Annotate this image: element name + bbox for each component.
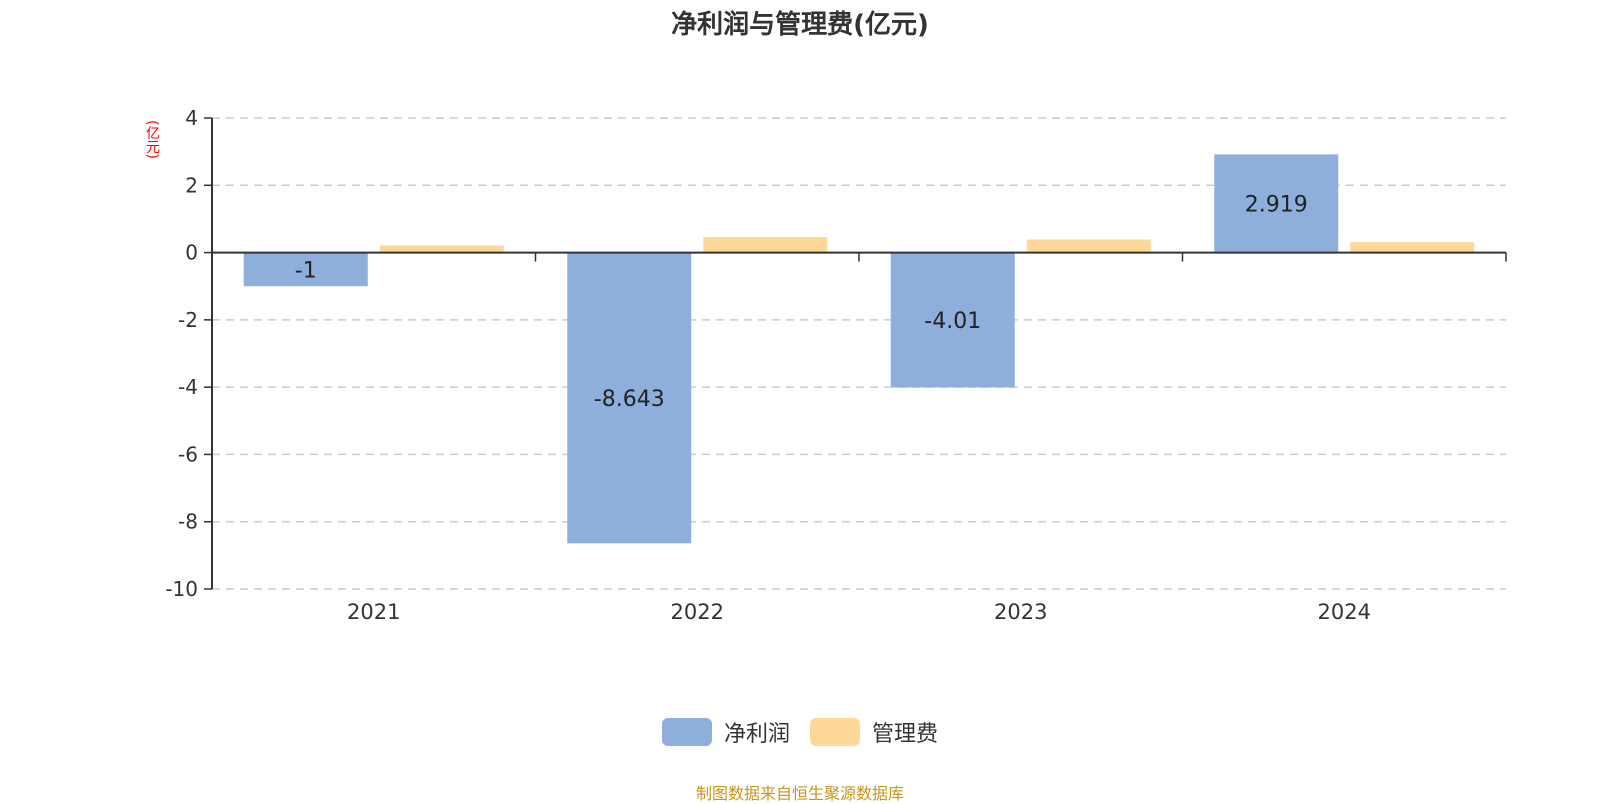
y-tick-label: 0 [185,241,198,265]
x-tick-label: 2024 [1318,600,1371,624]
y-tick-label: 4 [185,106,198,130]
bar-admin-expense [379,245,504,253]
legend-swatch-net-profit [661,718,712,746]
data-label: -8.643 [594,387,665,412]
y-tick-label: -10 [165,577,198,601]
data-label: -1 [295,258,317,283]
y-tick-label: -6 [178,442,198,466]
x-tick-label: 2023 [994,600,1047,624]
bar-net-profit [890,252,1015,388]
legend-label-net-profit: 净利润 [723,722,790,747]
legend-swatch-admin-expense [810,718,860,746]
axes: 4 2 0 -2 -4 -6 -8 -10 2021 2022 2023 2024 [165,106,1507,624]
y-axis-unit-label: (亿元) [144,120,160,159]
y-tick-label: -8 [178,510,198,534]
data-labels: -1 -8.643 -4.01 2.919 [295,192,1308,411]
source-note: 制图数据来自恒生聚源数据库 [695,784,904,803]
data-label: 2.919 [1245,192,1308,217]
x-tick-label: 2022 [671,600,724,624]
data-label: -4.01 [924,309,981,334]
legend-item-net-profit[interactable]: 净利润 [661,716,790,748]
legend-item-admin-expense[interactable]: 管理费 [810,716,938,748]
bar-admin-expense [1350,242,1475,253]
chart-title: 净利润与管理费(亿元) [671,10,929,40]
legend-label-admin-expense: 管理费 [872,722,939,747]
bars [243,154,1475,544]
x-tick-label: 2021 [347,600,400,624]
legend: 净利润 管理费 [0,716,1600,748]
bar-net-profit [1214,154,1339,253]
bar-admin-expense [703,237,828,253]
bar-admin-expense [1026,239,1151,253]
bar-net-profit [243,252,368,287]
y-tick-label: -2 [178,308,198,332]
y-tick-label: -4 [178,375,198,399]
bar-net-profit [567,252,692,544]
y-tick-label: 2 [185,173,198,197]
